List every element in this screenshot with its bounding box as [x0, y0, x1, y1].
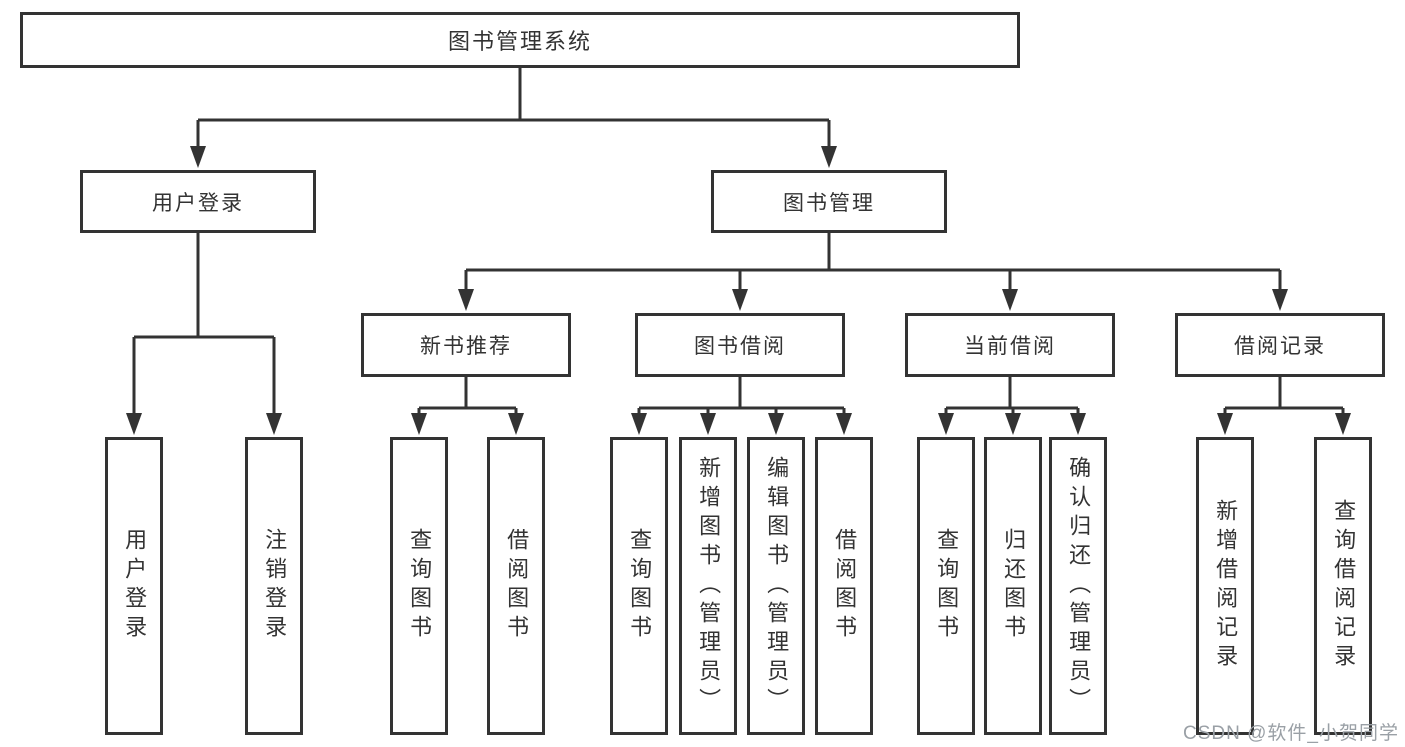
connector-user-login	[132, 233, 276, 417]
leaf-borrow-books-2: 借阅图书	[815, 437, 873, 735]
node-label: 查询图书	[627, 528, 653, 644]
leaf-user-login: 用户登录	[105, 437, 163, 735]
leaf-query-books-3: 查询图书	[917, 437, 975, 735]
arrowheads	[126, 146, 1351, 435]
connector-new-book	[417, 377, 518, 417]
leaf-edit-book-admin: 编辑图书（管理员）	[747, 437, 805, 735]
connector-book-management	[464, 233, 1282, 293]
leaf-query-borrow-record: 查询借阅记录	[1314, 437, 1372, 735]
node-book-borrow: 图书借阅	[635, 313, 845, 377]
node-label: 新增图书（管理员）	[696, 455, 722, 717]
connector-borrow-records	[1223, 377, 1345, 417]
node-new-book-recommend: 新书推荐	[361, 313, 571, 377]
node-user-login: 用户登录	[80, 170, 316, 233]
node-label: 图书借阅	[694, 335, 786, 358]
node-borrow-records: 借阅记录	[1175, 313, 1385, 377]
leaf-logout: 注销登录	[245, 437, 303, 735]
node-book-management: 图书管理	[711, 170, 947, 233]
node-label: 确认归还（管理员）	[1066, 455, 1092, 717]
node-label: 用户登录	[152, 191, 244, 215]
csdn-watermark: CSDN @软件_小贺同学	[1183, 723, 1399, 744]
node-label: 借阅记录	[1234, 335, 1326, 358]
node-label: 注销登录	[262, 528, 288, 644]
node-label: 用户登录	[122, 528, 148, 644]
leaf-add-book-admin: 新增图书（管理员）	[679, 437, 737, 735]
node-label: 图书管理系统	[447, 29, 592, 54]
node-label: 当前借阅	[964, 335, 1056, 358]
leaf-add-borrow-record: 新增借阅记录	[1196, 437, 1254, 735]
node-label: 编辑图书（管理员）	[764, 455, 790, 717]
node-label: 新增借阅记录	[1213, 499, 1239, 673]
leaf-confirm-return-admin: 确认归还（管理员）	[1049, 437, 1107, 735]
connector-book-borrow	[637, 377, 846, 417]
node-current-borrow: 当前借阅	[905, 313, 1115, 377]
connector-root	[196, 68, 831, 150]
node-label: 查询图书	[934, 528, 960, 644]
node-label: 查询图书	[407, 528, 433, 644]
leaf-return-book: 归还图书	[984, 437, 1042, 735]
leaf-query-books-1: 查询图书	[390, 437, 448, 735]
node-library-management-system: 图书管理系统	[20, 12, 1020, 68]
node-label: 查询借阅记录	[1331, 499, 1357, 673]
leaf-query-books-2: 查询图书	[610, 437, 668, 735]
connector-current-borrow	[944, 377, 1080, 417]
node-label: 归还图书	[1001, 528, 1027, 644]
node-label: 借阅图书	[832, 528, 858, 644]
node-label: 图书管理	[783, 191, 875, 215]
node-label: 新书推荐	[420, 335, 512, 358]
leaf-borrow-books-1: 借阅图书	[487, 437, 545, 735]
node-label: 借阅图书	[504, 528, 530, 644]
